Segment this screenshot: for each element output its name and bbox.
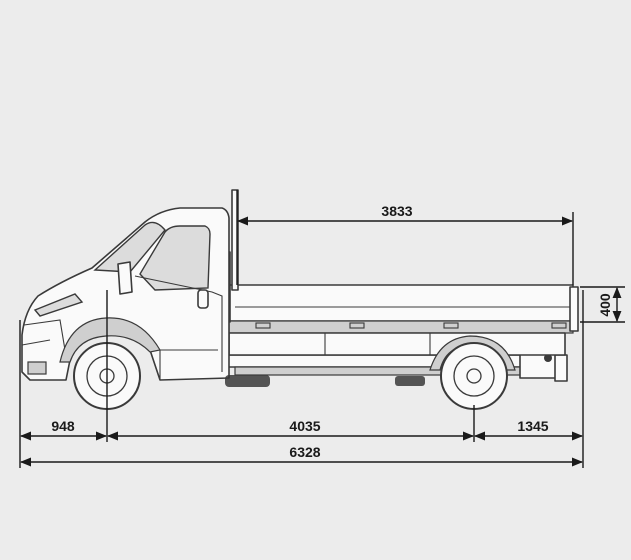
dim-rear-overhang: 1345 bbox=[473, 418, 584, 441]
dim-side-height: 400 bbox=[597, 286, 622, 323]
dim-wheelbase-label: 4035 bbox=[289, 418, 320, 434]
dim-cargo-length-label: 3833 bbox=[381, 203, 412, 219]
dim-overall-length: 6328 bbox=[19, 444, 584, 467]
dim-overall-length-label: 6328 bbox=[289, 444, 320, 460]
dim-wheelbase: 4035 bbox=[106, 418, 475, 441]
flatbed-body bbox=[228, 284, 579, 356]
fuel-tank bbox=[225, 375, 270, 387]
dim-side-height-label: 400 bbox=[597, 293, 613, 317]
cab bbox=[21, 207, 230, 381]
dim-rear-overhang-label: 1345 bbox=[517, 418, 548, 434]
dim-front-overhang-label: 948 bbox=[51, 418, 75, 434]
truck-illustration bbox=[21, 189, 579, 410]
rear-wheel bbox=[440, 342, 508, 410]
dim-front-overhang: 948 bbox=[19, 418, 108, 441]
spare-wheel bbox=[395, 376, 425, 386]
dim-cargo-length: 3833 bbox=[236, 203, 574, 226]
chassis-frame bbox=[224, 351, 568, 382]
